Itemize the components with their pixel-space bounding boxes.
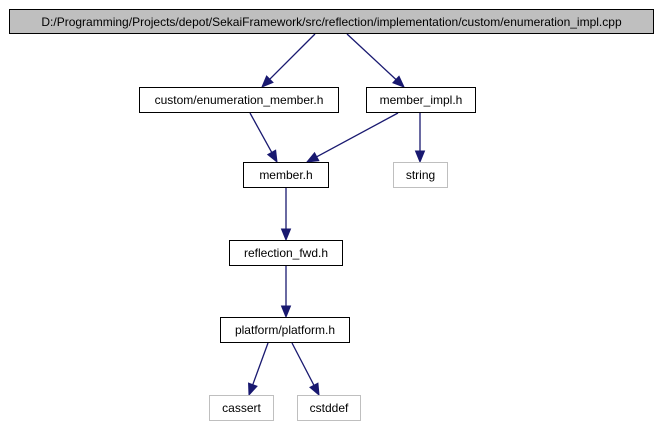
edge-reflection_fwd-to-platform <box>280 266 292 319</box>
edge-enum_member-to-member <box>249 112 278 164</box>
edge-platform-to-cassert <box>248 342 269 397</box>
edge-line <box>269 33 316 80</box>
node-enumeration-member-h[interactable]: custom/enumeration_member.h <box>139 87 339 113</box>
node-cstddef: cstddef <box>297 395 361 421</box>
arrowhead-icon <box>280 228 292 242</box>
node-enumeration-impl-cpp[interactable]: D:/Programming/Projects/depot/SekaiFrame… <box>9 9 654 34</box>
edge-line <box>291 342 315 386</box>
edge-member_impl-to-string <box>414 113 426 164</box>
node-cassert: cassert <box>209 395 274 421</box>
node-platform-h[interactable]: platform/platform.h <box>220 317 350 343</box>
arrowhead-icon <box>266 149 278 164</box>
edge-line <box>249 112 273 153</box>
edge-line <box>346 33 397 80</box>
arrowhead-icon <box>414 150 426 164</box>
edge-line <box>316 112 399 158</box>
arrowhead-icon <box>248 382 258 397</box>
edge-member_impl-to-member <box>305 112 399 163</box>
arrowhead-icon <box>261 75 274 88</box>
edge-platform-to-cstddef <box>291 342 320 397</box>
edge-line <box>252 342 269 385</box>
node-reflection-fwd-h[interactable]: reflection_fwd.h <box>229 240 343 266</box>
edge-member-to-reflection_fwd <box>280 188 292 242</box>
node-member-h[interactable]: member.h <box>243 162 329 188</box>
arrowhead-icon <box>280 305 292 319</box>
edge-root-to-member_impl <box>346 33 405 88</box>
node-member-impl-h[interactable]: member_impl.h <box>366 87 476 113</box>
node-string: string <box>393 162 448 188</box>
arrowhead-icon <box>305 151 320 163</box>
edge-root-to-enum_member <box>261 33 316 88</box>
arrowhead-icon <box>309 382 320 397</box>
arrowhead-icon <box>392 75 405 88</box>
